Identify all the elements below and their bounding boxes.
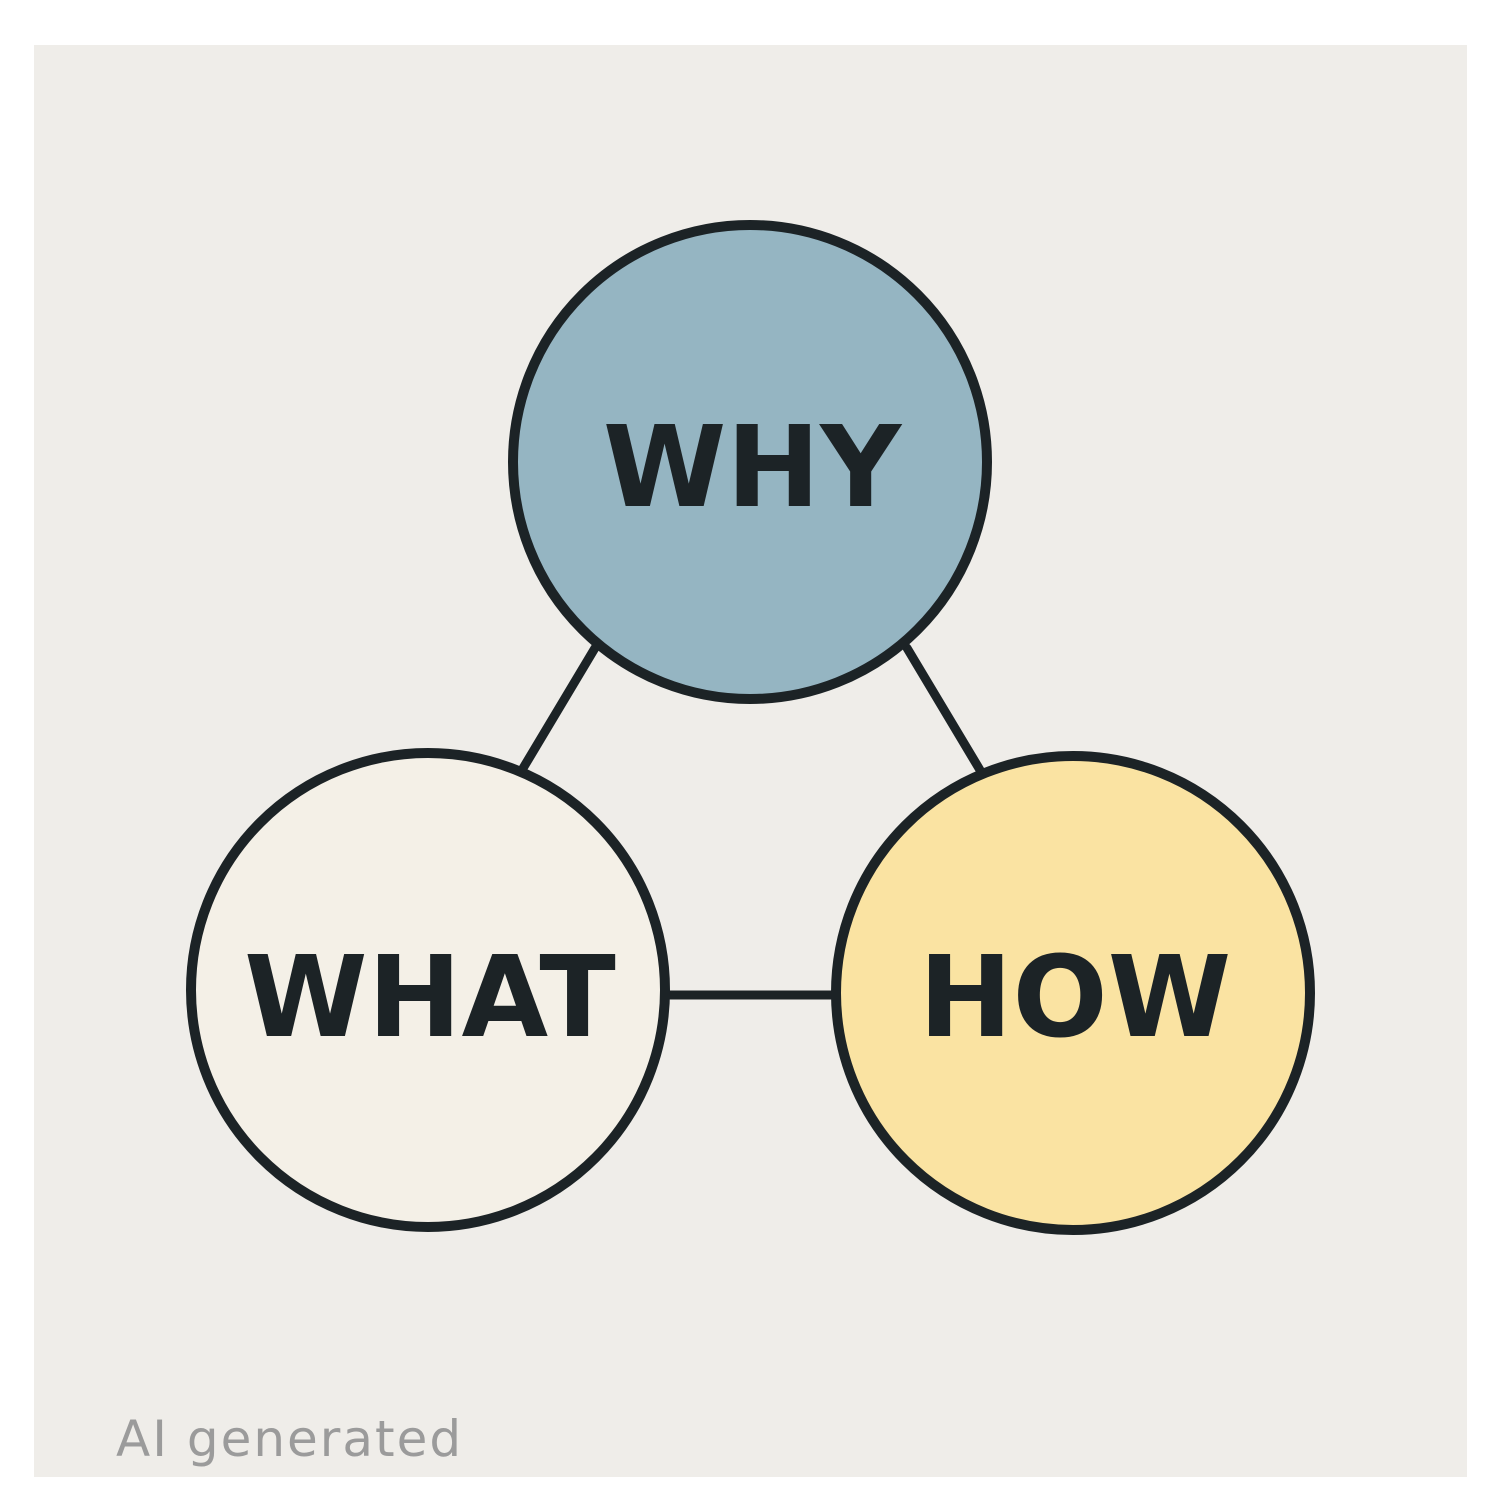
watermark: AI generated: [116, 1410, 464, 1468]
node-what: [186, 748, 670, 1232]
edge-why-what: [517, 643, 600, 775]
node-how: [831, 751, 1315, 1235]
node-why: [508, 220, 992, 704]
edge-why-how: [902, 643, 985, 775]
node-what-label: WHAT: [244, 933, 616, 1063]
node-how-label: HOW: [919, 933, 1231, 1063]
node-why-label: WHY: [603, 403, 903, 533]
